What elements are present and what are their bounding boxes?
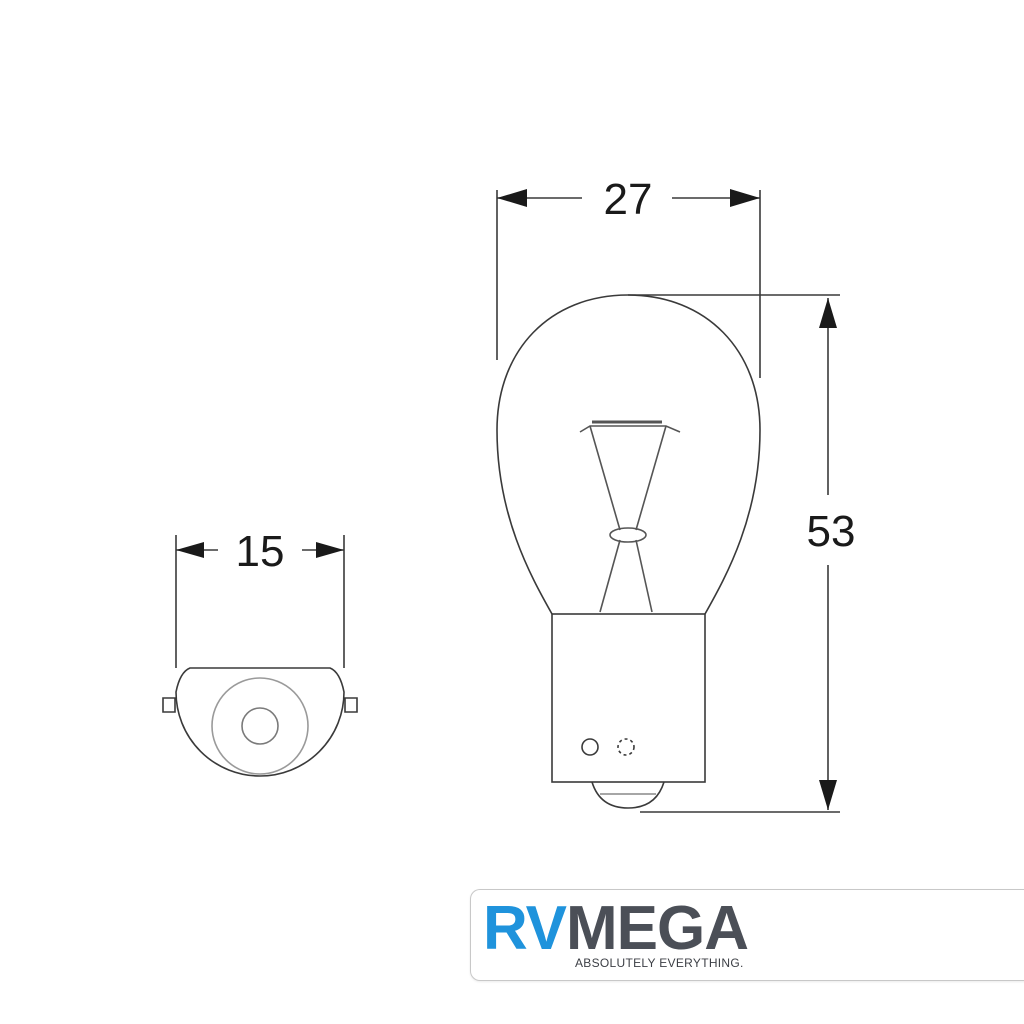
base-contact [241, 707, 279, 745]
brand-wordmark: RVMEGA [483, 894, 749, 964]
base-end-view [162, 535, 358, 777]
dim-53-label: 53 [807, 507, 856, 556]
dim-15-arrow-left [176, 542, 204, 558]
base-pin-right [344, 697, 358, 713]
dim-53-arrow-bottom [819, 780, 837, 810]
base-pin-left [162, 697, 176, 713]
bulb-filament [579, 420, 681, 613]
bulb-side-view [496, 190, 840, 813]
dim-15-arrow-right [316, 542, 344, 558]
brand-tagline: ABSOLUTELY EVERYTHING. [575, 956, 744, 970]
dim-53-arrow-top [819, 298, 837, 328]
bulb-glass [496, 294, 761, 615]
dim-27-label: 27 [604, 175, 653, 224]
bulb-contact-tip [591, 781, 665, 809]
bayonet-pin-front [581, 738, 599, 756]
bulb-base-sleeve [551, 613, 706, 783]
dim-27-arrow-left [497, 189, 527, 207]
brand-name-rv: RV [483, 894, 567, 963]
brand-logo-badge: RVMEGA ABSOLUTELY EVERYTHING. [470, 889, 1024, 981]
base-cap-outline [175, 667, 345, 777]
dim-15-label: 15 [236, 527, 285, 576]
base-insulator-ring [211, 677, 309, 775]
dim-27-arrow-right [730, 189, 760, 207]
bayonet-pin-back [617, 738, 635, 756]
brand-name-mega: MEGA [566, 894, 749, 963]
